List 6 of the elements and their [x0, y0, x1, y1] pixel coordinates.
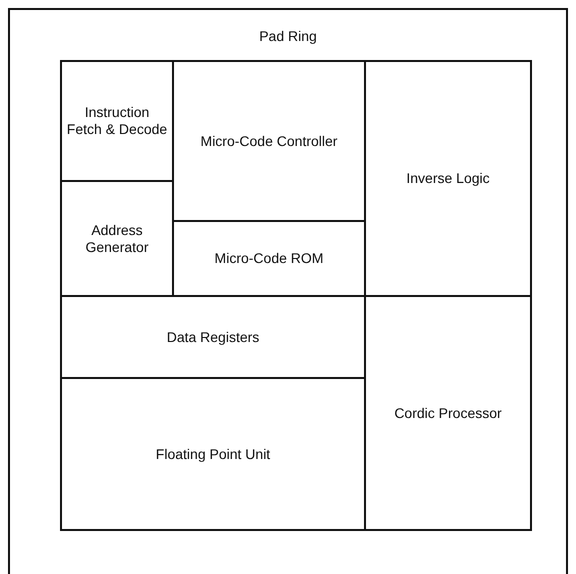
chip-block: Instruction Fetch & Decode	[60, 60, 174, 182]
chip-block: Inverse Logic	[364, 60, 532, 297]
region-label: Pad Ring	[259, 28, 317, 45]
chip-block: Cordic Processor	[364, 295, 532, 531]
chip-block: Floating Point Unit	[60, 377, 366, 531]
pad-ring-boundary	[8, 8, 568, 574]
